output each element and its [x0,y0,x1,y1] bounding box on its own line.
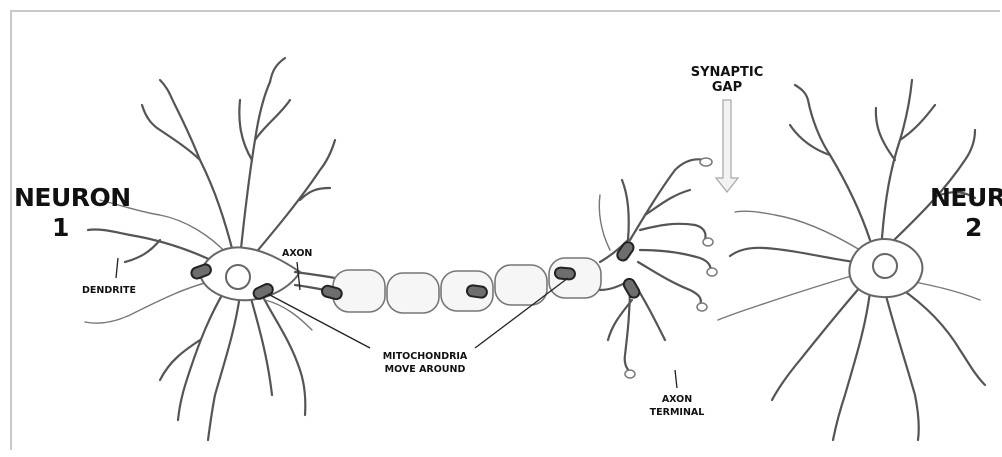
neuron-1-dendrite [175,105,235,260]
terminal-branch [622,180,629,240]
neuron-1-dendrite [142,105,200,160]
neuron-1-dendrite [300,188,330,200]
neuron-2-dendrite [718,275,855,320]
neuron-1-label-line2: 1 [52,213,69,242]
axon-terminal-label-line1: AXON [662,394,692,405]
axon-terminal-label-line2: TERMINAL [650,407,705,418]
myelin-sheath [387,273,439,313]
neuron-2-dendrite [730,248,855,262]
neuron-1-dendrite [239,100,252,160]
terminal-bouton [697,303,707,311]
neuron-1-dendrite [160,80,175,105]
terminal-bouton [707,268,717,276]
neuron-2 [718,80,985,440]
dendrite-pointer [116,258,118,278]
terminal-bouton [700,158,712,166]
terminal-branch [638,262,701,305]
terminal-bouton [625,370,635,378]
mitochondrion [466,285,487,299]
synaptic-gap-label-line1: SYNAPTIC [691,65,764,80]
neuron-1-dendrite [255,100,290,140]
neuron-1-dendrite [125,240,160,262]
axon-terminal [599,158,717,378]
terminal-branch [599,195,610,250]
neuron-1-nucleus [226,265,250,289]
neuron-2-label-line2: 2 [965,213,982,242]
neuron-1-dendrite [248,140,335,262]
neuron-2-dendrite [735,211,860,250]
neuron-1-dendrite [250,295,272,395]
terminal-bouton [703,238,713,246]
axon [295,240,630,313]
neuron-1-dendrite [178,290,225,420]
neuron-2-dendrite [795,85,808,100]
neuron-1-dendrite [270,58,285,82]
terminal-branch [640,224,706,240]
dendrite-label: DENDRITE [82,285,136,296]
mitochondrion [555,267,576,280]
mitochondrion [622,277,642,300]
neuron-2-dendrite [808,100,870,240]
neuron-2-dendrite [876,108,895,160]
terminal-branch [645,190,690,215]
neuron-1-label-line1: NEURON [14,183,131,212]
neuron-2-dendrite [882,80,912,238]
terminal-branch [625,285,630,372]
neuron-1-dendrite [208,295,240,440]
axon-label: AXON [282,248,312,259]
neuron-2-dendrite [790,125,830,155]
mitochondria-label-line1: MITOCHONDRIA [383,351,468,362]
neuron-2-label-line1: NEURON [930,183,1002,212]
synaptic-gap-arrow [716,100,738,192]
neuron-1-dendrite [262,295,305,415]
terminal-pointer [675,370,677,388]
axon-start [295,272,335,278]
mitochondria-label-line2: MOVE AROUND [385,364,466,375]
neuron-1-dendrite [240,82,270,258]
neuron-2-dendrite [885,292,919,440]
synaptic-gap-label-line2: GAP [712,80,742,95]
neuron-2-nucleus [873,254,897,278]
mitochondrion [615,240,635,263]
neuron-2-dendrite [900,288,985,385]
neuron-1-dendrite [88,229,215,262]
